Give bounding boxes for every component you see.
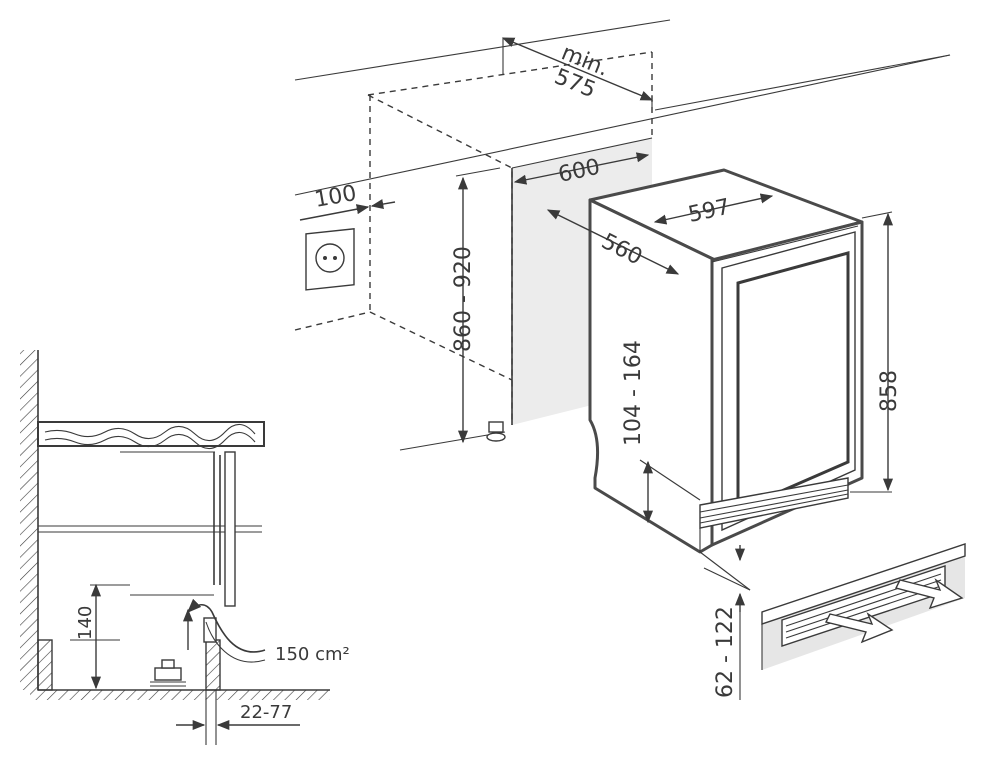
plinth-height-label: 104 - 164	[621, 340, 646, 446]
dimension-plinth-gap: 22-77	[176, 690, 300, 745]
vent-area-label: 150 cm²	[275, 644, 350, 665]
dimension-unit-height: 858	[850, 211, 902, 493]
unit-height-label: 858	[877, 370, 902, 412]
dimension-vent-height: 140	[70, 583, 130, 690]
adjustable-foot-icon	[486, 421, 506, 442]
dimension-niche-height: 860 - 920	[451, 167, 501, 444]
dimension-plinth-height: 104 - 164	[621, 340, 701, 524]
niche-height-label: 860 - 920	[451, 246, 476, 352]
section-detail	[20, 350, 330, 700]
air-in-arrow-icon	[824, 612, 894, 644]
side-offset-label: 100	[313, 181, 359, 213]
foot-adjust-label: 62 - 122	[713, 606, 738, 698]
dimension-side-offset: 100	[299, 181, 396, 221]
air-out-arrow-icon	[894, 578, 964, 610]
plinth-gap-label: 22-77	[240, 702, 292, 723]
worktop	[37, 421, 265, 447]
dimension-foot-adjust: 62 - 122	[699, 545, 751, 700]
wall-socket-icon	[305, 228, 355, 291]
vent-height-label: 140	[75, 606, 96, 640]
dimension-depth-min: min. 575	[501, 37, 654, 112]
ventilation-grille-detail	[761, 543, 966, 670]
